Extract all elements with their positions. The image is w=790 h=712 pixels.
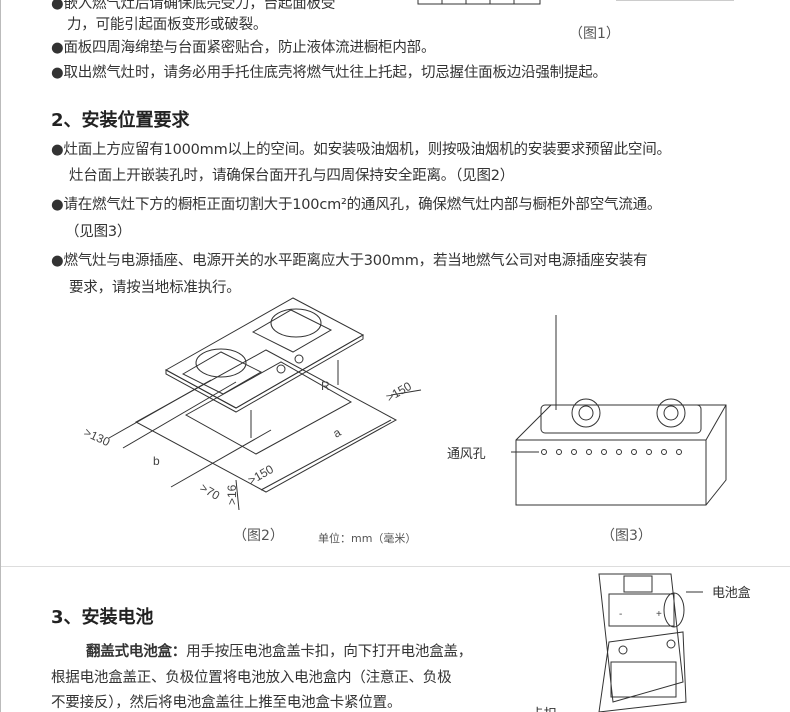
unit-note: 单位：mm（毫米） [318, 532, 417, 545]
dim-150-side: >150 [384, 379, 415, 405]
dim-150-front: >150 [246, 462, 277, 488]
text-span: 用手按压电池盒盖卡扣，向下打开电池盒盖， [186, 644, 473, 660]
dim-r: R [321, 379, 330, 393]
battery-box-diagram: -+ [598, 573, 703, 712]
text-line: （见图3） [65, 224, 132, 240]
dim-70: >70 [198, 480, 223, 502]
vent-holes [541, 449, 682, 455]
text-line: 不要接反），然后将电池盒盖往上推至电池盒卡紧位置。 [51, 695, 402, 711]
vent-label: 通风孔 [447, 447, 486, 462]
bullet-item: ●燃气灶与电源插座、电源开关的水平距离应大于300mm，若当地燃气公司对电源插座… [51, 253, 648, 269]
dim-130: >130 [82, 425, 113, 449]
clip-label: 卡扣 [531, 703, 557, 712]
bold-lead: 翻盖式电池盒： [86, 644, 187, 660]
figure-3-caption: （图3） [601, 528, 652, 544]
svg-text:+: + [656, 609, 662, 620]
text-line: 灶台面上开嵌装孔时，请确保台面开孔与四周保持安全距离。（见图2） [69, 168, 515, 184]
dim-b: b [153, 454, 160, 468]
dim-16: >16 [225, 484, 239, 505]
bullet-item: ●请在燃气灶下方的橱柜正面切割大于100cm²的通风孔，确保燃气灶内部与橱柜外部… [51, 197, 662, 213]
dim-a: a [331, 425, 344, 441]
figure-1-caption: （图1） [569, 26, 620, 42]
section-2-title: 2、安装位置要求 [51, 110, 190, 131]
bullet-item: ●灶面上方应留有1000mm以上的空间。如安装吸油烟机，则按吸油烟机的安装要求预… [51, 142, 671, 158]
figure-2-diagram: >130 b >70 >16 >150 a R >150 [82, 297, 422, 511]
svg-text:-: - [619, 609, 622, 620]
bullet-item: ●取出燃气灶时，请务必用手托住底壳将燃气灶往上托起，切忌握住面板边沿强制提起。 [51, 65, 607, 81]
text-line: 要求，请按当地标准执行。 [69, 280, 241, 296]
figure-1-table [417, 0, 734, 5]
figure-3-diagram [511, 315, 727, 506]
text-line: 力，可能引起面板变形或破裂。 [67, 17, 268, 33]
section-3-title: 3、安装电池 [51, 607, 154, 628]
divider [1, 566, 790, 567]
battery-box-label: 电池盒 [712, 586, 751, 601]
text-line: 根据电池盒盖正、负极位置将电池放入电池盒内（注意正、负极 [51, 670, 452, 686]
text-line: 翻盖式电池盒：用手按压电池盒盖卡扣，向下打开电池盒盖， [86, 640, 472, 661]
bullet-item: ●面板四周海绵垫与台面紧密贴合，防止液体流进橱柜内部。 [51, 40, 436, 56]
figure-2-caption: （图2） [233, 528, 284, 544]
partial-bullet: ●嵌入燃气灶后请确保底壳受力，台起面板受 [51, 0, 336, 12]
